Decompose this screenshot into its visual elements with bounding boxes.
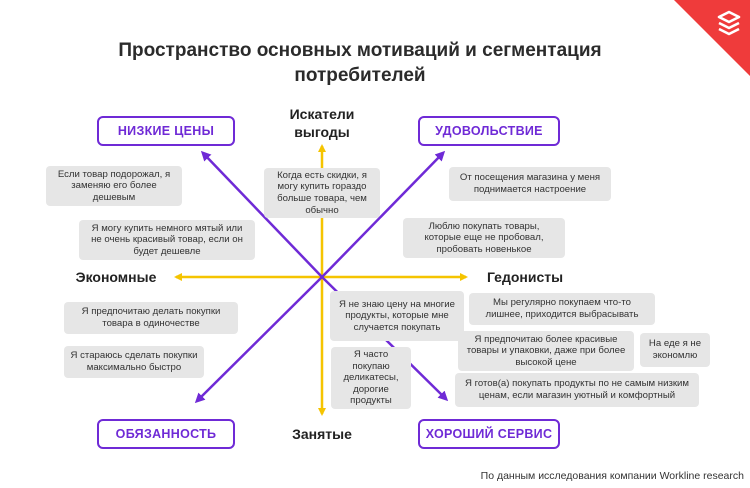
- axis-label-busy: Занятые: [292, 426, 352, 442]
- axis-label-bargain-seekers: Искатели выгоды: [289, 106, 355, 140]
- page-title: Пространство основных мотиваций и сегмен…: [118, 40, 602, 86]
- note-delicacies: Я часто покупаю деликатесы, дорогие прод…: [331, 347, 411, 409]
- note-packaging: Я предпочитаю более красивые товары и уп…: [458, 331, 634, 371]
- corner-pleasure: УДОВОЛЬСТВИЕ: [418, 116, 560, 146]
- axis-label-economical: Экономные: [75, 269, 157, 285]
- corner-low-prices: НИЗКИЕ ЦЕНЫ: [97, 116, 235, 146]
- note-discounts: Когда есть скидки, я могу купить гораздо…: [264, 168, 380, 218]
- diagonal-to-pleasure: [321, 150, 446, 278]
- stacked-layers-logo-icon: [717, 10, 741, 36]
- note-mood: От посещения магазина у меня поднимается…: [449, 167, 611, 201]
- note-crumpled: Я могу купить немного мятый или не очень…: [79, 220, 255, 260]
- corner-good-service: ХОРОШИЙ СЕРВИС: [418, 419, 560, 449]
- corner-duty: ОБЯЗАННОСТЬ: [97, 419, 235, 449]
- diagonal-to-low-prices: [200, 150, 323, 278]
- note-fast: Я стараюсь сделать покупки максимально б…: [64, 346, 204, 378]
- note-alone: Я предпочитаю делать покупки товара в од…: [64, 302, 238, 334]
- brand-logo: [674, 0, 750, 76]
- note-price-up: Если товар подорожал, я заменяю его боле…: [46, 166, 182, 206]
- note-unknown-price: Я не знаю цену на многие продукты, котор…: [330, 291, 464, 341]
- note-extra: Мы регулярно покупаем что-то лишнее, при…: [469, 293, 655, 325]
- note-comfort: Я готов(а) покупать продукты по не самым…: [455, 373, 699, 407]
- source-caption: По данным исследования компании Workline…: [480, 470, 744, 482]
- logo-corner-triangle: [674, 0, 750, 76]
- note-new-items: Люблю покупать товары, которые еще не пр…: [403, 218, 565, 258]
- axis-label-hedonists: Гедонисты: [486, 269, 564, 285]
- note-food-save: На еде я не экономлю: [640, 333, 710, 367]
- diagonal-to-duty: [194, 276, 323, 404]
